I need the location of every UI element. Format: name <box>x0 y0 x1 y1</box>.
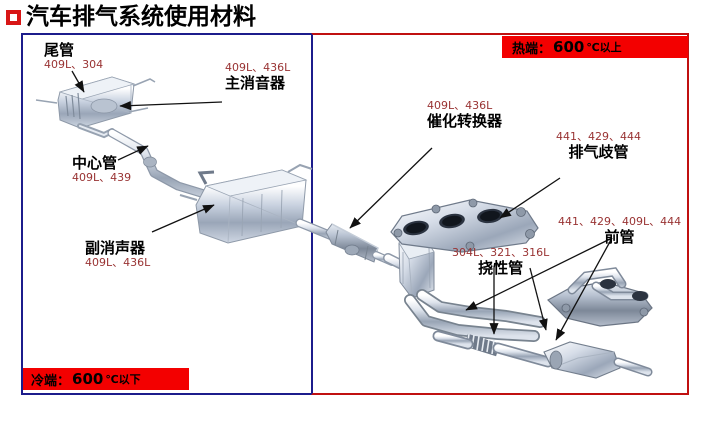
label-tailpipe: 尾管 409L、304 <box>44 41 104 72</box>
label-center-pipe: 中心管 409L、439 <box>72 154 132 185</box>
label-front-pipe-name: 前管 <box>604 227 635 246</box>
cold-end-panel <box>21 33 311 395</box>
label-main-muffler-materials: 409L、436L <box>225 61 291 74</box>
label-front-pipe-materials: 441、429、409L、444 <box>558 215 682 228</box>
label-center-pipe-name: 中心管 <box>72 154 118 172</box>
label-main-muffler-name: 主消音器 <box>225 73 286 92</box>
label-sub-muffler: 副消声器 409L、436L <box>85 239 151 270</box>
label-exhaust-manifold-name: 排气歧管 <box>568 142 629 161</box>
label-tailpipe-name: 尾管 <box>44 41 75 59</box>
label-flex-pipe: 304L、321、316L 挠性管 <box>452 246 550 277</box>
cold-banner-prefix: 冷端： <box>31 373 71 389</box>
hot-end-panel <box>311 33 689 395</box>
label-flex-pipe-name: 挠性管 <box>478 258 524 277</box>
label-main-muffler: 409L、436L 主消音器 <box>225 61 291 92</box>
label-sub-muffler-name: 副消声器 <box>85 239 146 257</box>
label-exhaust-manifold: 441、429、444 排气歧管 <box>556 130 641 161</box>
red-square-bullet-icon <box>6 9 21 25</box>
label-center-pipe-materials: 409L、439 <box>72 171 132 185</box>
page-title: 汽车排气系统使用材料 <box>6 2 256 32</box>
cold-banner-value: 600 <box>72 370 104 388</box>
label-tailpipe-materials: 409L、304 <box>44 58 104 72</box>
label-exhaust-manifold-materials: 441、429、444 <box>556 130 641 143</box>
label-catalytic-converter: 409L、436L 催化转换器 <box>427 99 503 130</box>
label-sub-muffler-materials: 409L、436L <box>85 256 151 270</box>
label-flex-pipe-materials: 304L、321、316L <box>452 246 550 259</box>
hot-banner-value: 600 <box>553 38 585 56</box>
hot-end-banner: 热端： 600 ℃以上 <box>502 36 688 58</box>
label-catalytic-converter-name: 催化转换器 <box>427 111 503 130</box>
hot-banner-suffix: ℃以上 <box>586 41 622 54</box>
hot-banner-prefix: 热端： <box>512 41 552 57</box>
label-catalytic-converter-materials: 409L、436L <box>427 99 493 112</box>
page-title-text: 汽车排气系统使用材料 <box>26 3 256 30</box>
cold-banner-suffix: ℃以下 <box>105 373 141 386</box>
label-front-pipe: 441、429、409L、444 前管 <box>558 215 682 246</box>
cold-end-banner: 冷端： 600 ℃以下 <box>23 368 189 390</box>
